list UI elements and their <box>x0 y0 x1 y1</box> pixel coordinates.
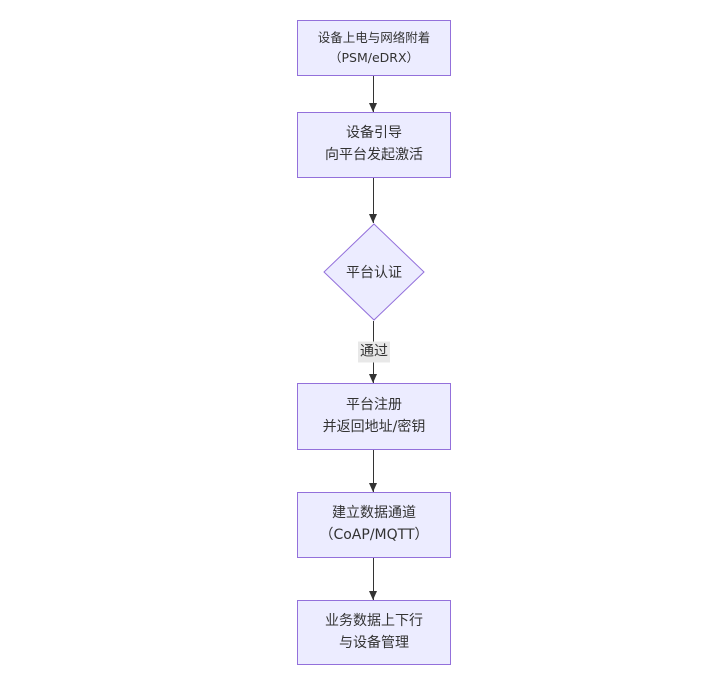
edge-label-pass: 通过 <box>358 341 390 363</box>
arrowhead-icon <box>369 591 377 600</box>
node-bootstrap-line1: 设备引导 <box>346 125 402 142</box>
node-data-channel-line2: （CoAP/MQTT） <box>319 527 429 543</box>
node-platform-register-line2: 并返回地址/密钥 <box>322 418 426 435</box>
node-power-attach-line2: （PSM/eDRX） <box>328 50 420 65</box>
node-data-channel: 建立数据通道 （CoAP/MQTT） <box>297 492 451 558</box>
diamond-shape <box>323 223 425 321</box>
arrowhead-icon <box>369 214 377 223</box>
arrowhead-icon <box>369 374 377 383</box>
node-platform-register: 平台注册 并返回地址/密钥 <box>297 383 451 450</box>
node-power-attach: 设备上电与网络附着 （PSM/eDRX） <box>297 20 451 76</box>
arrow-connector-2 <box>369 178 377 223</box>
node-business-data: 业务数据上下行 与设备管理 <box>297 600 451 665</box>
node-platform-register-line1: 平台注册 <box>346 396 402 413</box>
arrowhead-icon <box>369 483 377 492</box>
node-data-channel-line1: 建立数据通道 <box>332 505 416 522</box>
arrow-connector-1 <box>369 76 377 112</box>
node-platform-auth-label: 平台认证 <box>346 265 402 281</box>
node-bootstrap-line2: 向平台发起激活 <box>325 147 423 163</box>
node-platform-auth: 平台认证 <box>323 223 425 321</box>
arrow-connector-4 <box>369 450 377 492</box>
arrow-connector-5 <box>369 558 377 600</box>
arrowhead-icon <box>369 103 377 112</box>
node-business-data-line2: 与设备管理 <box>339 634 409 651</box>
node-power-attach-line1: 设备上电与网络附着 <box>317 30 431 45</box>
node-bootstrap: 设备引导 向平台发起激活 <box>297 112 451 178</box>
node-business-data-line1: 业务数据上下行 <box>325 612 423 629</box>
